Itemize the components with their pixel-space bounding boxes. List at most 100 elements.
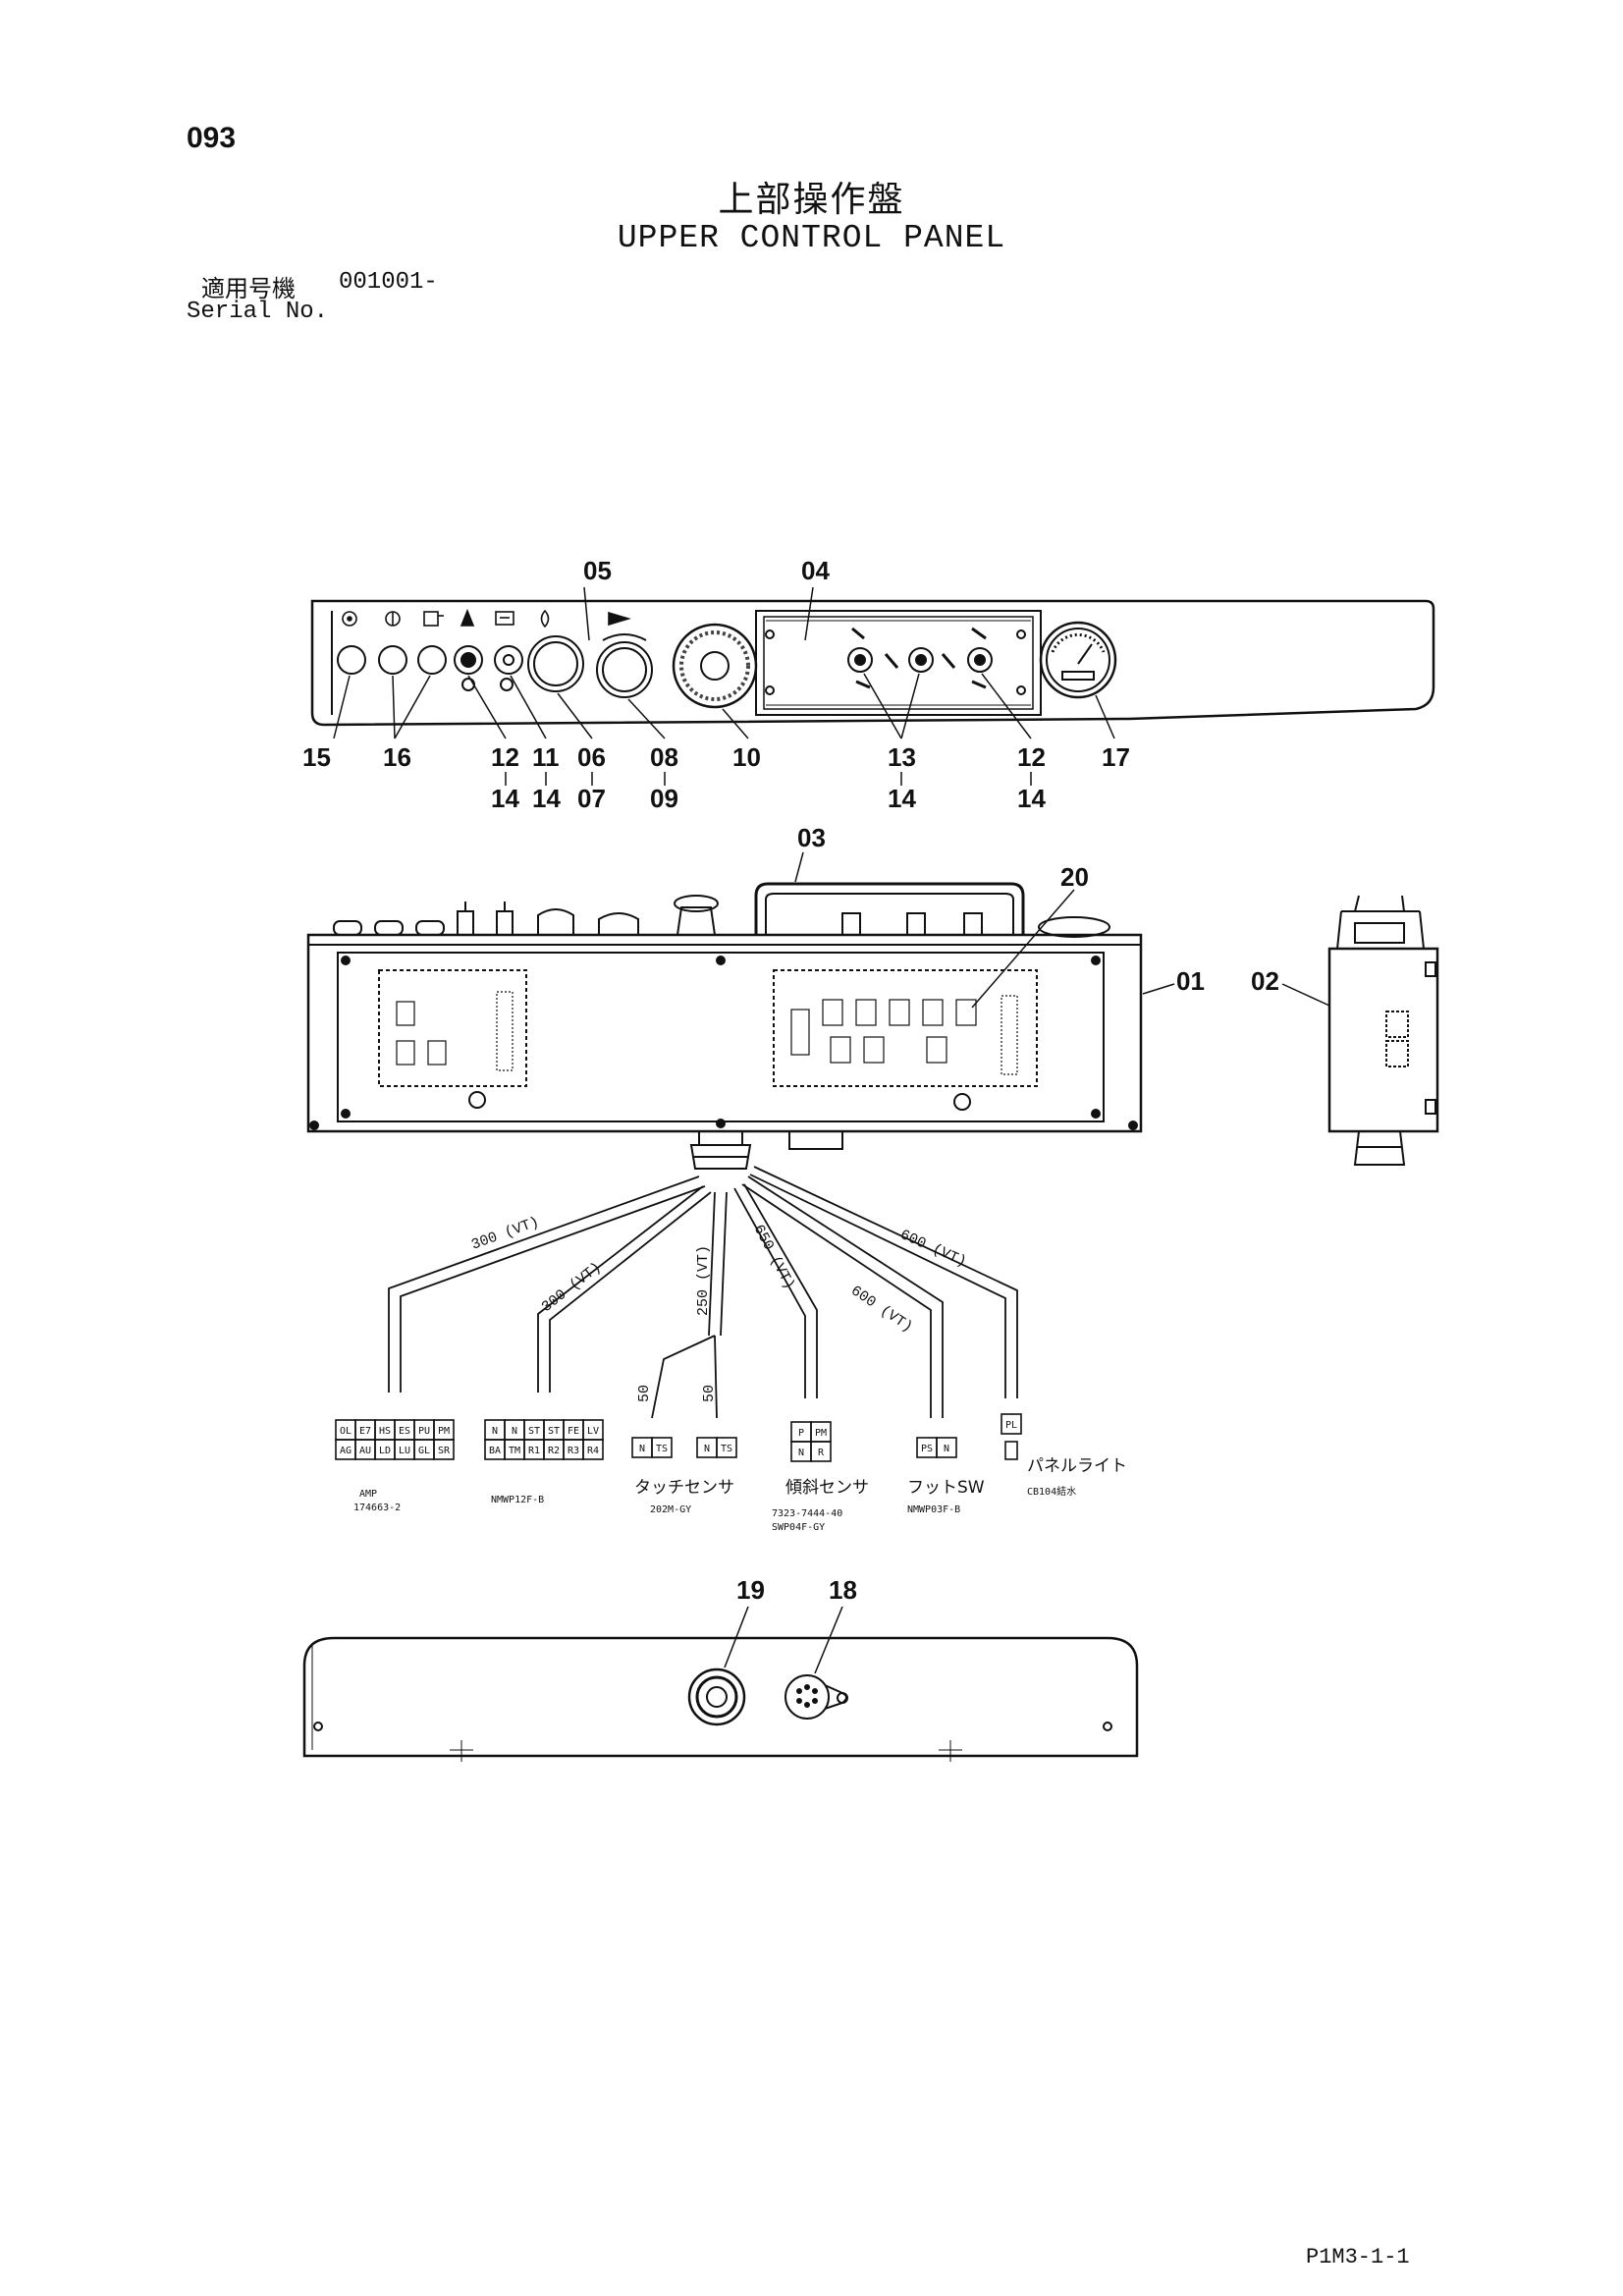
- callout-04: 04: [801, 556, 830, 585]
- tilt-sensor-part-1: 7323-7444-40: [772, 1508, 842, 1519]
- buzzer-18: [784, 1674, 848, 1720]
- lamp-16b: [417, 645, 447, 675]
- callout-09: 09: [650, 784, 678, 813]
- amp-connector-pin-label: GL: [418, 1446, 430, 1456]
- panel-rear-view: [306, 882, 1143, 1170]
- cable-3a-length: 50: [636, 1385, 653, 1402]
- front-panel-view: [310, 599, 1435, 727]
- toggle-switch-11: [494, 645, 523, 691]
- amp-connector-label: AMP: [359, 1489, 377, 1500]
- callout-01: 01: [1176, 966, 1205, 996]
- touch-sensor-part: 202M-GY: [650, 1504, 691, 1515]
- sub-panel-04: [755, 610, 1042, 716]
- callout-08: 08: [650, 742, 678, 772]
- amp-connector-pin-label: OL: [340, 1426, 352, 1437]
- callout-10: 10: [732, 742, 761, 772]
- selector-13b: [908, 647, 934, 673]
- foot-switch-tag: フットSW: [907, 1478, 985, 1498]
- cable-5-length: 600 (VT): [847, 1283, 915, 1336]
- touch-sensor-left-pin-label: N: [639, 1444, 645, 1454]
- tilt-sensor-pin-label: P: [798, 1428, 804, 1439]
- page-code: P1M3-1-1: [1306, 2245, 1410, 2269]
- nmw-connector-pin-label: N: [492, 1426, 498, 1437]
- panel-light-bulb: [1004, 1441, 1018, 1460]
- callout-16: 16: [383, 742, 411, 772]
- panel-light-tag: パネルライト: [1027, 1456, 1127, 1476]
- foot-switch-cell: [936, 1437, 957, 1458]
- callout-14-c: 14: [888, 784, 916, 813]
- touch-sensor-right-pin-label: N: [704, 1444, 710, 1454]
- nmw-connector-pin-label: TM: [509, 1446, 520, 1456]
- nmw-connector-pin-label: ST: [548, 1426, 560, 1437]
- callout-02: 02: [1251, 966, 1279, 996]
- tilt-sensor-part-2: SWP04F-GY: [772, 1522, 825, 1533]
- indicator-symbols: [342, 608, 631, 629]
- rear-view-leaders: [794, 851, 1330, 1009]
- callout-03: 03: [797, 823, 826, 852]
- cable-harness: [388, 1166, 1018, 1419]
- panel-light-pin-label: PL: [1005, 1420, 1017, 1431]
- amp-connector-pin-label: LD: [379, 1446, 391, 1456]
- touch-sensor-tag: タッチセンサ: [634, 1478, 734, 1498]
- callout-12-b: 12: [1017, 742, 1046, 772]
- toggle-switch-12: [454, 645, 483, 691]
- title-japanese: 上部操作盤: [718, 180, 905, 220]
- cable-2-length: 300 (VT): [539, 1259, 605, 1316]
- cable-3-length: 250 (VT): [695, 1245, 712, 1316]
- panel-light-cell: [1001, 1413, 1022, 1435]
- amp-connector-pin-label: AG: [340, 1446, 352, 1456]
- amp-connector-pin-label: PM: [438, 1426, 450, 1437]
- amp-connector-pin-label: PU: [418, 1426, 430, 1437]
- amp-connector-part: 174663-2: [353, 1503, 401, 1513]
- callout-20: 20: [1060, 862, 1089, 892]
- callout-05: 05: [583, 556, 612, 585]
- amp-connector-pin-label: HS: [379, 1426, 391, 1437]
- push-button-06: [527, 635, 584, 692]
- page-number: 093: [187, 122, 237, 154]
- callout-12-a: 12: [491, 742, 519, 772]
- touch-sensor-left-pin-label: TS: [656, 1444, 668, 1454]
- selector-13a: [847, 647, 873, 673]
- touch-sensor-right-cell: [716, 1437, 737, 1458]
- panel-light-part: CB104結水: [1027, 1485, 1076, 1498]
- foot-switch-part: NMWP03F-B: [907, 1504, 960, 1515]
- nmw-connector-pin-label: N: [512, 1426, 517, 1437]
- amp-connector-pin-label: ES: [399, 1426, 410, 1437]
- cable-4-length: 650 (VT): [750, 1222, 798, 1292]
- serial-value: 001001-: [339, 269, 438, 296]
- push-button-08: [596, 641, 653, 698]
- nmw-connector-pin-label: LV: [587, 1426, 599, 1437]
- callout-11: 11: [532, 742, 560, 772]
- panel-side-view: [1327, 895, 1439, 1166]
- serial-label-japanese: 適用号機: [201, 275, 296, 302]
- amp-connector-pin-label: LU: [399, 1446, 410, 1456]
- tilt-sensor-pin-label: R: [818, 1448, 825, 1458]
- lamp-15: [337, 645, 366, 675]
- bottom-panel-view: [302, 1606, 1139, 1762]
- nmw-connector-pin-label: R4: [587, 1446, 599, 1456]
- amp-connector-cell: [433, 1439, 455, 1460]
- callout-14-d: 14: [1017, 784, 1046, 813]
- callout-13: 13: [888, 742, 916, 772]
- nmw-connector-pin-label: R1: [528, 1446, 540, 1456]
- nmw-connector-pin-label: R3: [568, 1446, 579, 1456]
- selector-12b: [967, 647, 993, 673]
- callout-06: 06: [577, 742, 606, 772]
- nmw-connector-pin-label: BA: [489, 1446, 501, 1456]
- callout-14-a: 14: [491, 784, 519, 813]
- emergency-stop-10: [672, 623, 758, 709]
- tilt-sensor-tag: 傾斜センサ: [785, 1478, 869, 1498]
- callout-15: 15: [302, 742, 331, 772]
- cable-1-length: 300 (VT): [469, 1214, 541, 1254]
- callout-19: 19: [736, 1575, 765, 1605]
- nmw-connector-cell: [582, 1439, 604, 1460]
- serial-label-english: Serial No.: [187, 299, 329, 325]
- amp-connector-pin-label: AU: [359, 1446, 371, 1456]
- cable-3b-length: 50: [701, 1385, 718, 1402]
- front-panel-leaders: [333, 586, 1115, 786]
- tilt-sensor-pin-label: PM: [815, 1428, 827, 1439]
- amp-connector-pin-label: E7: [359, 1426, 371, 1437]
- callout-14-b: 14: [532, 784, 561, 813]
